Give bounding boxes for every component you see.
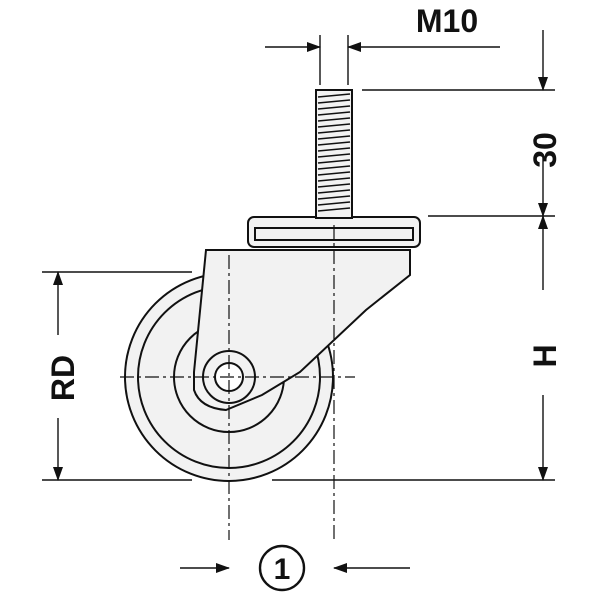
thread-line bbox=[317, 135, 351, 140]
height-label: H bbox=[527, 344, 563, 367]
thread-line bbox=[317, 207, 351, 212]
thread-line bbox=[317, 189, 351, 194]
dimension-arrows bbox=[53, 30, 548, 573]
thread-line bbox=[317, 183, 351, 188]
thread-line bbox=[317, 123, 351, 128]
center-lines bbox=[120, 225, 355, 540]
thread-line bbox=[317, 99, 351, 104]
thread-line bbox=[317, 105, 351, 110]
thread-line bbox=[317, 111, 351, 116]
thread-line bbox=[317, 195, 351, 200]
wheel-diameter-label: RD bbox=[45, 355, 81, 401]
thread-line bbox=[317, 165, 351, 170]
offset-marker-label: 1 bbox=[274, 553, 291, 586]
thread-line bbox=[317, 153, 351, 158]
thread-line bbox=[317, 93, 351, 98]
thread-line bbox=[317, 201, 351, 206]
thread-line bbox=[317, 171, 351, 176]
offset-marker: 1 bbox=[258, 544, 306, 592]
thread-line bbox=[317, 117, 351, 122]
thread-size-label: M10 bbox=[416, 3, 478, 39]
extension-lines bbox=[42, 35, 555, 481]
castor-part bbox=[124, 216, 421, 482]
thread-line bbox=[317, 147, 351, 152]
threaded-stem bbox=[315, 89, 353, 219]
thread-line bbox=[317, 159, 351, 164]
thread-line bbox=[317, 129, 351, 134]
thread-line bbox=[317, 177, 351, 182]
stem-length-label: 30 bbox=[527, 132, 563, 168]
thread-line bbox=[317, 141, 351, 146]
